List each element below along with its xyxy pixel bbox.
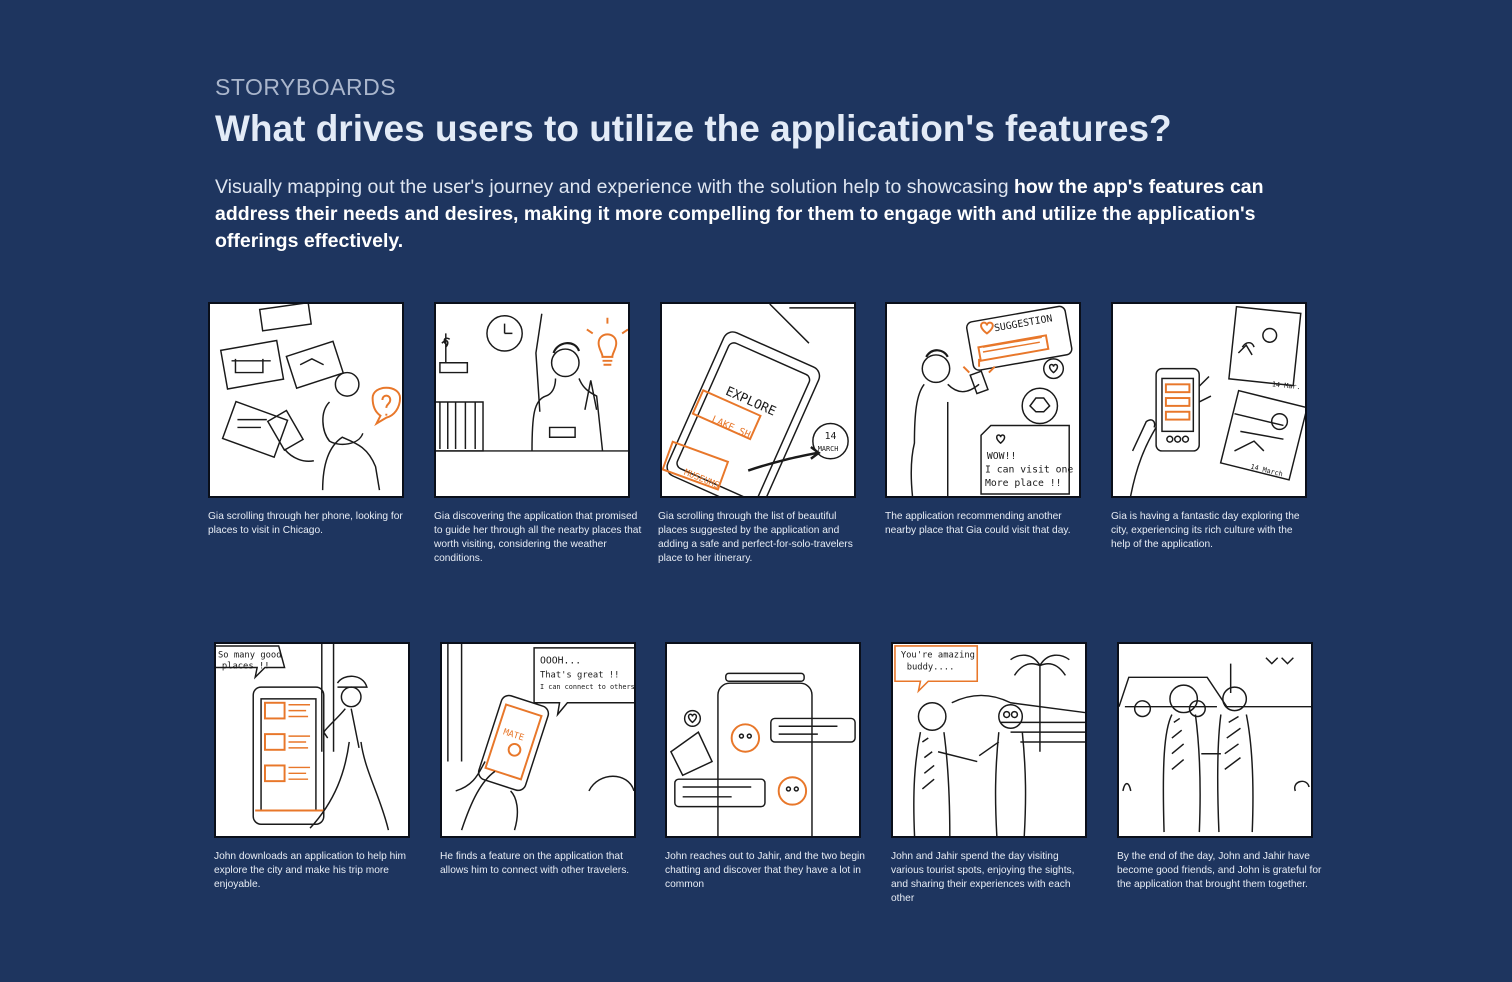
sketch-good-friends	[1119, 657, 1311, 833]
amazing-text-2: buddy....	[907, 662, 955, 672]
storyboard-frame-2	[434, 302, 630, 498]
eyebrow-label: STORYBOARDS	[215, 74, 397, 100]
intro-plain-text: Visually mapping out the user's journey …	[215, 176, 1015, 198]
storyboard-caption-4: The application recommending another nea…	[885, 511, 1071, 536]
page-title: What drives users to utilize the applica…	[215, 108, 1172, 149]
storyboard-caption-9: John and Jahir spend the day visiting va…	[891, 851, 1075, 904]
mate-label: MATE	[502, 727, 525, 743]
wow-text: WOW!!	[987, 451, 1016, 462]
storyboard-frame-9: You're amazing buddy....	[891, 642, 1087, 838]
calendar-day: 14	[825, 431, 837, 442]
thats-great-text: That's great !!	[540, 670, 619, 680]
sketch-john-download: So many good places !!	[216, 644, 390, 831]
sketch-fantastic-day: 14 Mar. 14 March	[1129, 305, 1305, 496]
lake-label: LAKE SH	[710, 414, 752, 441]
storyboard-frame-10	[1117, 642, 1313, 838]
sketch-explore-list: EXPLORE LAKE SH MUSEUMS 14 MARCH	[662, 304, 854, 496]
intro-paragraph: Visually mapping out the user's journey …	[215, 174, 1325, 255]
oooh-text: OOOH...	[540, 656, 581, 667]
sketch-connect-feature: OOOH... That's great !! I can connect to…	[447, 644, 634, 831]
storyboard-caption-2: Gia discovering the application that pro…	[434, 511, 642, 564]
sketch-sightseeing: You're amazing buddy....	[894, 645, 1085, 836]
storyboard-caption-5: Gia is having a fantastic day exploring …	[1111, 511, 1300, 550]
storyboard-frame-6: So many good places !!	[214, 642, 410, 838]
storyboard-caption-7: He finds a feature on the application th…	[440, 851, 630, 876]
sketch-chatting	[669, 672, 856, 836]
storyboard-caption-10: By the end of the day, John and Jahir ha…	[1117, 851, 1322, 890]
intro-bold-text: how the app's features can address their…	[215, 176, 1264, 252]
good-places-text-1: So many good	[218, 651, 282, 661]
storyboard-caption-8: John reaches out to Jahir, and the two b…	[665, 851, 865, 890]
storyboard-frame-8	[665, 642, 861, 838]
storyboard-caption-1: Gia scrolling through her phone, looking…	[208, 511, 403, 536]
storyboard-frame-5: 14 Mar. 14 March	[1111, 302, 1307, 498]
sketch-suggestion: SUGGESTION WOW!! I can visit one More pl…	[910, 305, 1073, 496]
sketch-gia-discovering-app	[436, 313, 628, 452]
more-place-text: More place !!	[985, 478, 1062, 489]
storyboard-frame-3: EXPLORE LAKE SH MUSEUMS 14 MARCH	[660, 302, 856, 498]
amazing-text-1: You're amazing	[901, 651, 975, 661]
sketch-gia-phone-search	[219, 304, 402, 491]
good-places-text-2: places !!	[222, 661, 270, 671]
visit-one-text: I can visit one	[985, 464, 1073, 475]
storyboard-frame-1	[208, 302, 404, 498]
photo-date-2: 14 March	[1250, 463, 1284, 479]
storyboard-caption-6: John downloads an application to help hi…	[214, 851, 406, 890]
calendar-month: MARCH	[818, 445, 839, 453]
museums-label: MUSEUMS	[682, 468, 720, 491]
connect-text: I can connect to others	[540, 683, 634, 691]
photo-date-1: 14 Mar.	[1271, 380, 1301, 391]
storyboard-frame-7: OOOH... That's great !! I can connect to…	[440, 642, 636, 838]
storyboard-frame-4: SUGGESTION WOW!! I can visit one More pl…	[885, 302, 1081, 498]
storyboard-caption-3: Gia scrolling through the list of beauti…	[658, 511, 853, 564]
